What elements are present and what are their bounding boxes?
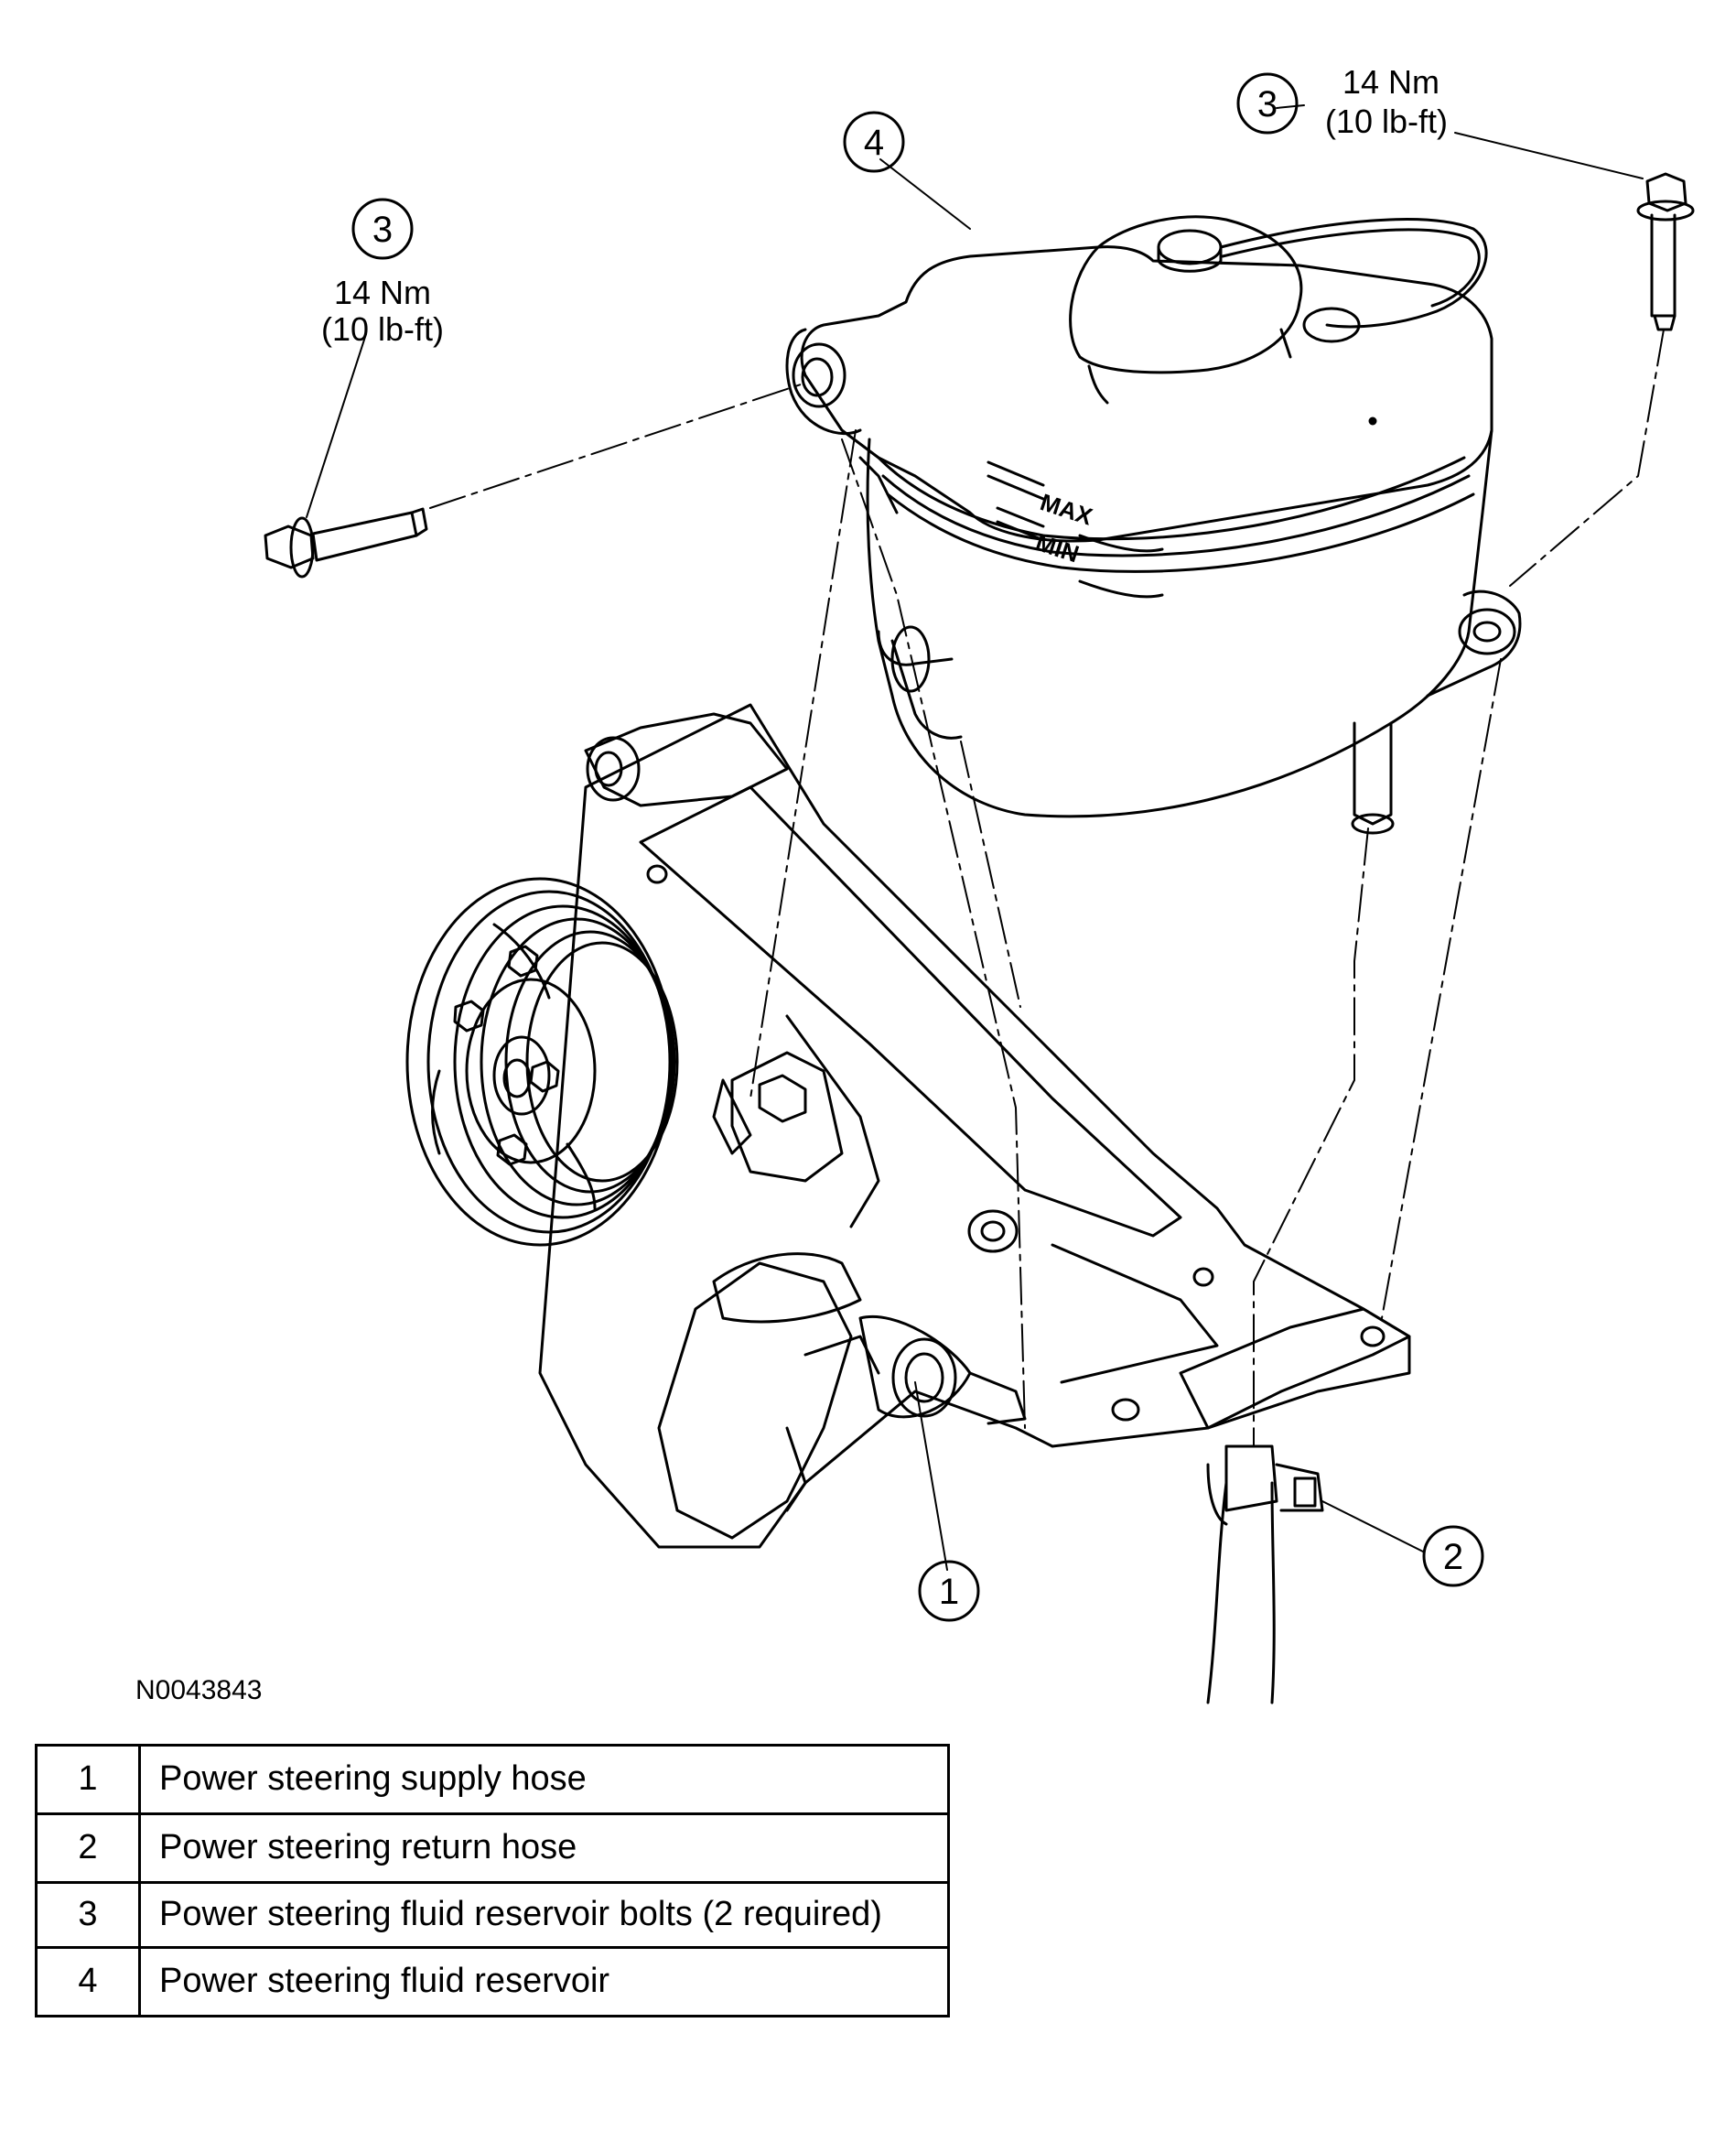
svg-text:3: 3 — [372, 210, 393, 250]
figure-id: N0043843 — [135, 1675, 263, 1705]
legend-description: Power steering return hose — [138, 1812, 950, 1884]
pump-pulley — [405, 877, 679, 1247]
alignment-lines — [429, 329, 1665, 1447]
reservoir-bolt-left — [264, 507, 428, 579]
svg-text:4: 4 — [864, 123, 884, 163]
callout-1-supply-hose: 1 — [918, 1560, 980, 1622]
svg-text:3: 3 — [1257, 84, 1278, 124]
svg-text:14 Nm: 14 Nm — [1342, 63, 1439, 101]
svg-text:1: 1 — [939, 1572, 959, 1612]
legend-description: Power steering supply hose — [138, 1744, 950, 1815]
legend-table: 1 Power steering supply hose 2 Power ste… — [35, 1744, 950, 2017]
svg-text:14 Nm: 14 Nm — [334, 274, 431, 311]
legend-number: 1 — [35, 1744, 141, 1815]
legend-description: Power steering fluid reservoir bolts (2 … — [138, 1881, 950, 1949]
legend-number: 3 — [35, 1881, 141, 1949]
legend-row: 2 Power steering return hose — [35, 1812, 950, 1884]
legend-description: Power steering fluid reservoir — [138, 1945, 950, 2017]
legend-row: 3 Power steering fluid reservoir bolts (… — [35, 1881, 950, 1949]
reservoir-bolt-right — [1636, 172, 1695, 331]
callout-2-return-hose: 2 — [1422, 1525, 1484, 1587]
min-level-label: MIN — [1032, 528, 1083, 568]
return-hose — [1206, 1444, 1324, 1704]
callout-3-left: 3 14 Nm (10 lb-ft) — [321, 198, 444, 348]
power-steering-fluid-reservoir — [785, 215, 1522, 835]
power-steering-pump — [538, 703, 1411, 1549]
legend-number: 2 — [35, 1812, 141, 1884]
legend-row: 1 Power steering supply hose — [35, 1744, 950, 1815]
legend-row: 4 Power steering fluid reservoir — [35, 1945, 950, 2017]
leader-lines — [306, 104, 1644, 1571]
callout-3-top-right: 3 14 Nm (10 lb-ft) — [1236, 63, 1448, 140]
callout-4-reservoir: 4 — [843, 111, 905, 173]
svg-text:(10 lb-ft): (10 lb-ft) — [1325, 103, 1448, 140]
max-level-label: MAX — [1037, 488, 1096, 531]
svg-text:2: 2 — [1443, 1537, 1463, 1577]
svg-text:(10 lb-ft): (10 lb-ft) — [321, 310, 444, 348]
legend-number: 4 — [35, 1945, 141, 2017]
